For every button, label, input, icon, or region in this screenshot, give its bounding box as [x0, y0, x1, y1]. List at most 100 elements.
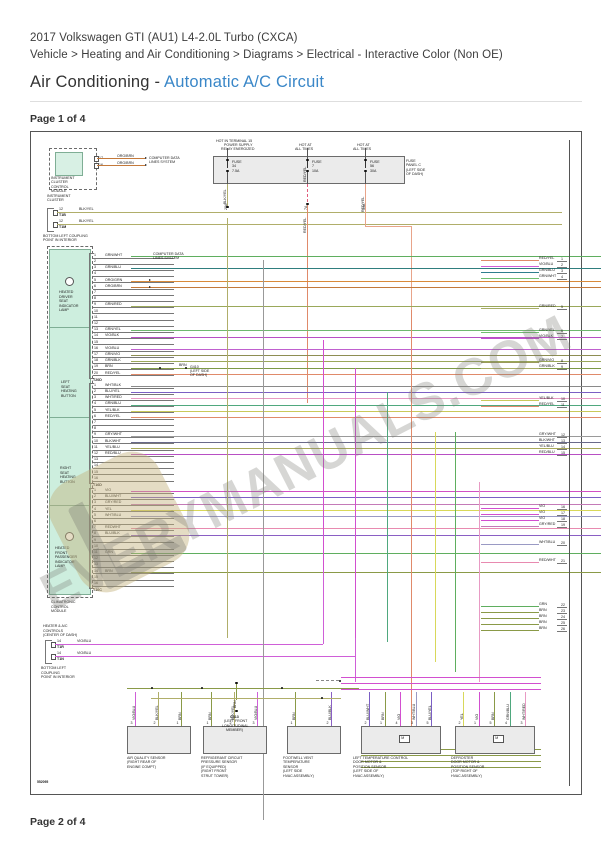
sensor-pinnum-footwell-vent-temp-sensor-1: 2 — [326, 721, 329, 725]
coupling-top-tag-0: T1B — [59, 212, 66, 217]
pin-num-a-16: 16 — [94, 345, 98, 350]
pin-wirerun-c-3 — [131, 503, 601, 505]
header-divider — [30, 101, 582, 102]
right-pin-wire-12: GRY/WHT — [539, 431, 556, 436]
ladder-bracket-c — [89, 488, 94, 590]
pin-wire-a-19: BRN — [105, 364, 113, 369]
pin-num-a-5: 5 — [94, 277, 96, 282]
pin-wire-b-11: YEL/BLU — [105, 444, 120, 449]
fuse-amp-0: 7.5A — [232, 168, 240, 173]
pin-wire-c-7: REDWHT — [105, 525, 121, 530]
sensor-wire-left-temp-door-motor-4: BLU/YEL — [427, 705, 432, 720]
right-stub-16 — [481, 514, 539, 515]
fuse2-dash-1 — [307, 189, 308, 192]
pin-wirerun-b-9 — [131, 435, 601, 437]
fuse2-dash-3 — [307, 199, 308, 202]
sensor-caption-left-temp-door-motor-4: HVAC ASSEMBLY) — [353, 773, 384, 778]
fuse-feed-2 — [365, 148, 366, 160]
pin-num-a-3: 3 — [94, 265, 96, 270]
sensor-lead-refrigerant-pressure-sensor-0 — [211, 692, 212, 726]
trunk-wire-4 — [387, 392, 388, 642]
pin-num-b-8: 8 — [94, 426, 96, 431]
ladder-bracket-a — [89, 253, 94, 379]
pin-num-a-13: 13 — [94, 327, 98, 332]
pin-wire-b-10: BLK/WHT — [105, 438, 121, 443]
coupling-bot-caption-2: POINT IN INTERIOR — [41, 675, 75, 680]
pin-rule-a-18 — [93, 363, 174, 364]
right-pin-rule-16 — [557, 509, 567, 510]
pin-num-b-6: 6 — [94, 413, 96, 418]
right-pin-num-13: 13 — [561, 438, 565, 443]
fuse-amp-1: 10A — [312, 168, 319, 173]
pin-wirerun-b-12 — [131, 454, 601, 456]
pin-num-a-15: 15 — [94, 339, 98, 344]
icm-label-1: INSTRUMENT — [51, 176, 75, 180]
sensor-lead-footwell-vent-temp-sensor-0 — [295, 692, 296, 726]
heater-ac-caption-2: (CENTER OF DASH) — [43, 633, 78, 638]
sensor-caption-air-quality-sensor-1: (RIGHT REAR OF — [127, 760, 157, 765]
icm-arrow-16 — [145, 163, 147, 166]
computer-data2-label-2: LINES SYSTEM — [153, 256, 180, 260]
pin-num-a-11: 11 — [94, 314, 98, 319]
sensor-wire-left-temp-door-motor-2: VIO — [396, 713, 401, 720]
pin-rule-c-16 — [93, 585, 174, 587]
fuse3-run-v — [410, 226, 412, 310]
pin-rule-b-2 — [93, 393, 174, 395]
icm-wire-16 — [97, 165, 145, 166]
right-pin-num-11: 11 — [561, 402, 565, 407]
pin-num-b-2: 2 — [94, 389, 96, 393]
sensor-caption-refrigerant-pressure-sensor-4: STRUT TOWER) — [201, 773, 229, 778]
sensor-lead-left-temp-door-motor-0 — [369, 692, 370, 726]
pin-rule-a-11 — [93, 319, 174, 321]
power-src3-l1: HOT AT — [357, 143, 370, 147]
coupling-bot-caption-0: BOTTOM LEFT — [41, 666, 67, 670]
pin-wire-c-8: BLU/BLK — [105, 531, 120, 536]
right-stub-2 — [481, 272, 539, 273]
sensor-caption-footwell-vent-temp-sensor-2: SENSOR — [283, 764, 299, 769]
fuse-out-1 — [307, 172, 308, 184]
pin-wirerun-c-7 — [131, 528, 601, 530]
pin-wire-a-13: GRN/YEL — [105, 327, 121, 332]
pin-num-c-3: 3 — [94, 500, 96, 505]
right-pin-wire-10: YEL/BLK — [539, 395, 554, 400]
pin-wire-c-4: YEL — [105, 506, 112, 511]
pin-wire-a-3: GRN/BLU — [105, 265, 121, 270]
sensor-caption-left-temp-door-motor-3: (LEFT SIDE OF — [353, 769, 379, 774]
page-label-bottom: Page 2 of 4 — [30, 816, 86, 828]
fuse2-run — [307, 205, 308, 403]
coupling-bot-pin-0 — [51, 642, 57, 648]
right-pin-wire-6: GRN/YEL — [539, 327, 555, 332]
fuse-feed-1 — [307, 148, 308, 160]
right-pin-rule-12 — [557, 437, 567, 438]
ground-label-2: (LEFT SIDE — [190, 369, 210, 373]
pin-wire-b-4: GRN/BLU — [105, 401, 121, 406]
pin-rule-a-5 — [93, 282, 174, 283]
right-pin-num-26: 26 — [561, 626, 565, 631]
right-pin-rule-15 — [557, 455, 567, 456]
pin-wire-b-12: RED/BLU — [105, 451, 121, 455]
sensor-caption-refrigerant-pressure-sensor-1: PRESSURE SENSOR — [201, 760, 237, 765]
g413-lead — [236, 684, 237, 700]
sensor-wire-air-quality-sensor-1: BLK/YEL — [154, 705, 159, 720]
sensor-wire-defroster-door-motor-1: VIO — [475, 713, 479, 720]
pin-num-c-7: 7 — [94, 525, 96, 530]
pin-num-a-9: 9 — [94, 302, 96, 307]
pin-wirerun-b-10 — [131, 441, 601, 443]
pin-rule-b-16 — [93, 480, 174, 482]
right-pin-num-19: 19 — [561, 522, 565, 527]
pin-wirerun-a-20 — [131, 373, 601, 375]
ground-dot-right — [185, 366, 188, 369]
right-stub-5 — [481, 332, 539, 333]
pin-wirerun-b-1 — [131, 386, 601, 387]
icm-pin-num-17: 17 — [99, 156, 103, 160]
pin-rule-c-10 — [93, 548, 174, 550]
page-title-main: Air Conditioning - — [30, 73, 165, 91]
right-pin-wire-8: GRN/VIO — [539, 357, 555, 362]
right-pin-num-25: 25 — [561, 620, 565, 625]
sensor-wire-footwell-vent-temp-sensor-0: BRN — [291, 712, 296, 720]
coupling-top-pin-0 — [53, 210, 59, 216]
trunk-wire-7 — [455, 432, 456, 672]
pin-rule-c-13 — [93, 567, 174, 568]
right-pin-rule-19 — [557, 527, 567, 528]
right-stub-17 — [481, 520, 539, 521]
